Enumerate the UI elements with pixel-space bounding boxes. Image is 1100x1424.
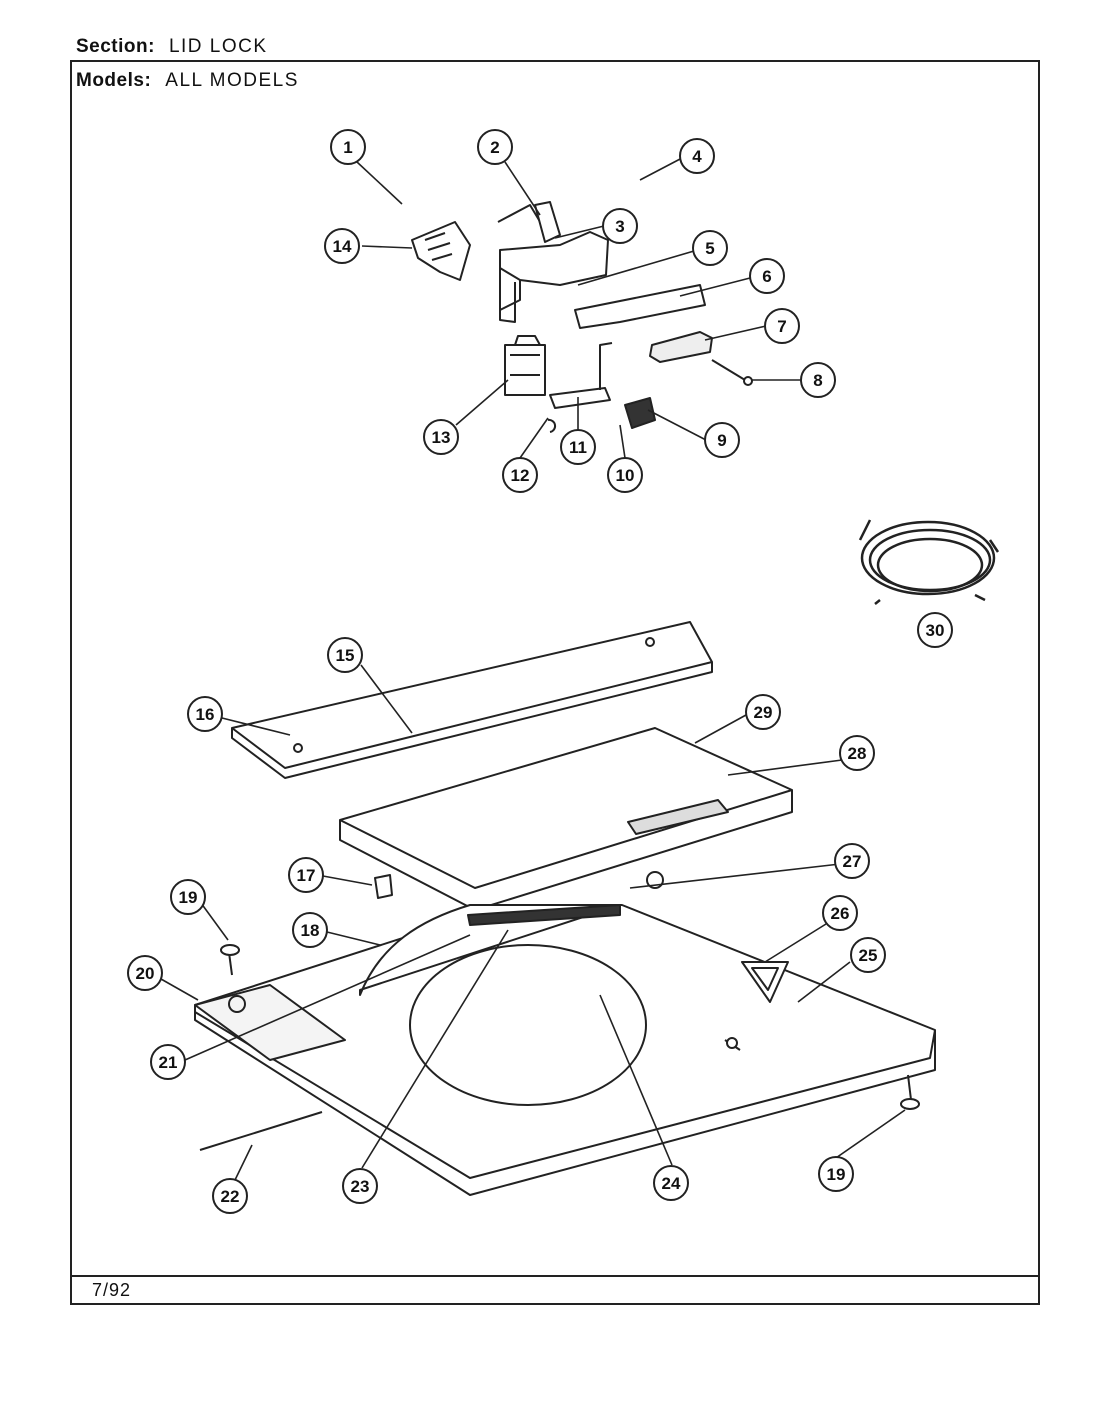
callout-25: 25 — [850, 937, 886, 973]
callout-12: 12 — [502, 457, 538, 493]
part-bolt-25 — [724, 1037, 741, 1051]
callout-29: 29 — [745, 694, 781, 730]
svg-text:15: 15 — [336, 646, 355, 665]
callout-16: 16 — [187, 696, 223, 732]
callout-14: 14 — [324, 228, 360, 264]
svg-text:1: 1 — [343, 138, 352, 157]
svg-text:8: 8 — [813, 371, 822, 390]
callout-13: 13 — [423, 419, 459, 455]
svg-text:4: 4 — [692, 147, 702, 166]
part-screw-19a — [220, 944, 240, 976]
svg-text:9: 9 — [717, 431, 726, 450]
callout-18: 18 — [292, 912, 328, 948]
part-rod-22 — [199, 1111, 323, 1151]
callout-1: 1 — [330, 129, 366, 165]
part-trim-18 — [359, 904, 621, 996]
models-value: ALL MODELS — [165, 70, 299, 91]
section-label: Section: — [76, 36, 155, 57]
callout-6: 6 — [749, 258, 785, 294]
models-header: Models: ALL MODELS — [76, 70, 299, 92]
svg-text:29: 29 — [754, 703, 773, 722]
callout-2: 2 — [477, 129, 513, 165]
part-switch-9 — [624, 397, 656, 429]
models-label: Models: — [76, 70, 152, 91]
part-insulator-6 — [574, 284, 706, 329]
part-screw-8 — [711, 359, 753, 386]
svg-text:7: 7 — [777, 317, 786, 336]
part-clip-12 — [547, 418, 557, 433]
svg-text:20: 20 — [136, 964, 155, 983]
callout-22: 22 — [212, 1178, 248, 1214]
part-switch-7 — [649, 331, 713, 363]
part-solenoid-13 — [504, 335, 546, 396]
callout-21: 21 — [150, 1044, 186, 1080]
section-value: LID LOCK — [168, 36, 268, 57]
callout-27: 27 — [834, 843, 870, 879]
svg-text:19: 19 — [827, 1165, 846, 1184]
svg-text:12: 12 — [511, 466, 530, 485]
callout-15: 15 — [327, 637, 363, 673]
svg-text:3: 3 — [615, 217, 624, 236]
svg-text:30: 30 — [926, 621, 945, 640]
callout-17: 17 — [288, 857, 324, 893]
svg-text:23: 23 — [351, 1177, 370, 1196]
svg-text:11: 11 — [569, 438, 587, 457]
callout-26: 26 — [822, 895, 858, 931]
callout-8: 8 — [800, 362, 836, 398]
callout-7: 7 — [764, 308, 800, 344]
svg-text:19: 19 — [179, 888, 198, 907]
revision-date: 7/92 — [92, 1280, 132, 1300]
part-plunger-11 — [549, 342, 613, 409]
part-lever-2 — [534, 201, 561, 243]
footer-divider — [70, 1275, 1040, 1277]
callout-10: 10 — [607, 457, 643, 493]
part-hinge-strip-15 — [231, 621, 713, 779]
callout-5: 5 — [692, 230, 728, 266]
diagram-frame — [70, 60, 1040, 1305]
callout-23: 23 — [342, 1168, 378, 1204]
svg-text:25: 25 — [859, 946, 878, 965]
svg-text:14: 14 — [333, 237, 352, 256]
svg-text:5: 5 — [705, 239, 714, 258]
svg-text:13: 13 — [432, 428, 451, 447]
svg-text:22: 22 — [221, 1187, 240, 1206]
callouts: 1 2 3 4 5 6 7 8 9 10 11 12 13 14 15 16 1… — [127, 129, 953, 1214]
callout-20: 20 — [127, 955, 163, 991]
callout-28: 28 — [839, 735, 875, 771]
svg-text:21: 21 — [159, 1053, 178, 1072]
svg-text:18: 18 — [301, 921, 320, 940]
callout-19-left: 19 — [170, 879, 206, 915]
callout-24: 24 — [653, 1165, 689, 1201]
part-screw-19b — [900, 1074, 920, 1110]
svg-text:10: 10 — [616, 466, 635, 485]
svg-text:28: 28 — [848, 744, 867, 763]
callout-11: 11 — [560, 429, 596, 465]
callout-19-right: 19 — [818, 1156, 854, 1192]
svg-text:2: 2 — [490, 138, 499, 157]
callout-9: 9 — [704, 422, 740, 458]
callout-30: 30 — [917, 612, 953, 648]
svg-text:17: 17 — [297, 866, 316, 885]
svg-text:6: 6 — [762, 267, 771, 286]
leader-lines — [160, 157, 906, 1181]
part-wiring-harness-30 — [858, 519, 1000, 605]
svg-text:24: 24 — [662, 1174, 681, 1193]
svg-text:26: 26 — [831, 904, 850, 923]
svg-text:16: 16 — [196, 705, 215, 724]
part-bracket-14 — [411, 221, 471, 281]
part-lid-29 — [339, 727, 793, 911]
section-header: Section: LID LOCK — [76, 36, 268, 58]
part-lock-housing-5 — [497, 204, 609, 323]
part-grommet-17 — [374, 874, 393, 899]
callout-3: 3 — [602, 208, 638, 244]
svg-text:27: 27 — [843, 852, 862, 871]
callout-4: 4 — [679, 138, 715, 174]
